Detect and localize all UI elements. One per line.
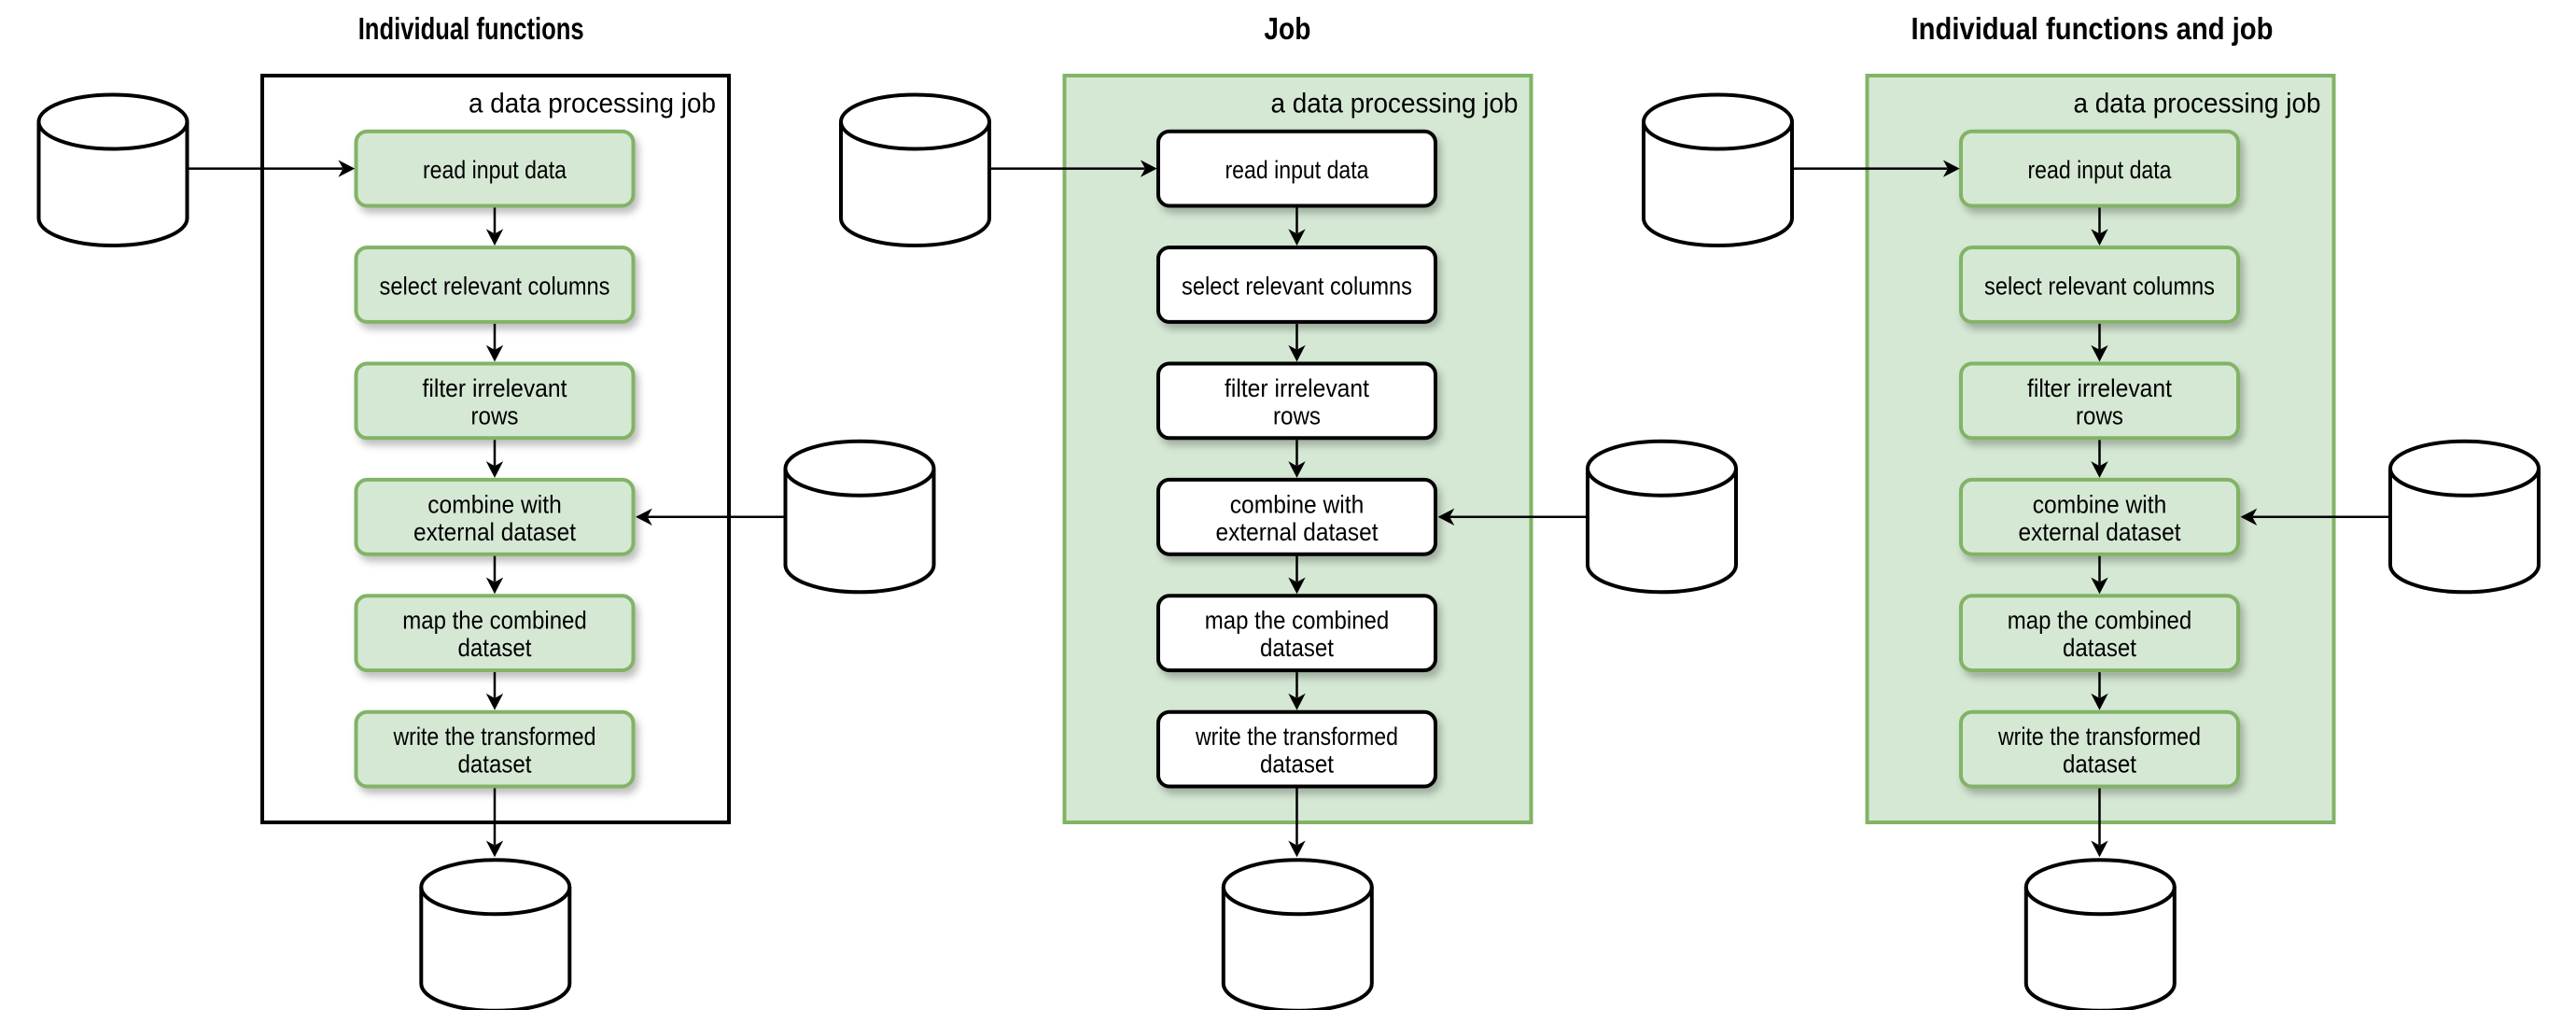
svg-text:rows: rows — [1273, 401, 1321, 429]
svg-text:external dataset: external dataset — [1216, 518, 1379, 546]
svg-text:select relevant columns: select relevant columns — [380, 273, 610, 301]
svg-text:map the combined: map the combined — [1205, 607, 1390, 635]
svg-text:filter irrelevant: filter irrelevant — [2027, 374, 2172, 402]
svg-text:write the transformed: write the transformed — [1997, 722, 2201, 750]
svg-text:dataset: dataset — [1260, 750, 1334, 779]
svg-text:dataset: dataset — [458, 750, 532, 779]
svg-text:a data processing job: a data processing job — [2074, 89, 2321, 119]
svg-text:dataset: dataset — [2063, 750, 2136, 779]
svg-text:write the transformed: write the transformed — [1195, 722, 1398, 750]
svg-text:filter irrelevant: filter irrelevant — [1225, 374, 1369, 402]
svg-text:rows: rows — [471, 401, 519, 429]
svg-text:select relevant columns: select relevant columns — [1984, 273, 2215, 301]
svg-text:filter irrelevant: filter irrelevant — [423, 374, 567, 402]
svg-text:combine with: combine with — [427, 490, 562, 518]
svg-text:rows: rows — [2076, 401, 2123, 429]
svg-text:Individual functions and job: Individual functions and job — [1911, 11, 2274, 46]
svg-text:dataset: dataset — [458, 634, 532, 662]
svg-text:dataset: dataset — [1260, 634, 1334, 662]
svg-text:combine with: combine with — [2033, 490, 2167, 518]
svg-text:external dataset: external dataset — [413, 518, 576, 546]
svg-text:combine with: combine with — [1230, 490, 1365, 518]
svg-text:read input data: read input data — [1225, 156, 1370, 184]
svg-text:select relevant columns: select relevant columns — [1182, 273, 1412, 301]
svg-text:map the combined: map the combined — [2008, 607, 2192, 635]
svg-text:a data processing job: a data processing job — [1271, 89, 1519, 119]
svg-text:write the transformed: write the transformed — [393, 722, 596, 750]
svg-text:Job: Job — [1264, 11, 1310, 46]
svg-text:external dataset: external dataset — [2019, 518, 2181, 546]
svg-text:a data processing job: a data processing job — [469, 89, 716, 119]
svg-text:map the combined: map the combined — [402, 607, 587, 635]
svg-text:read input data: read input data — [423, 156, 567, 184]
svg-text:read input data: read input data — [2028, 156, 2173, 184]
svg-text:Individual functions: Individual functions — [358, 11, 584, 46]
svg-text:dataset: dataset — [2063, 634, 2136, 662]
